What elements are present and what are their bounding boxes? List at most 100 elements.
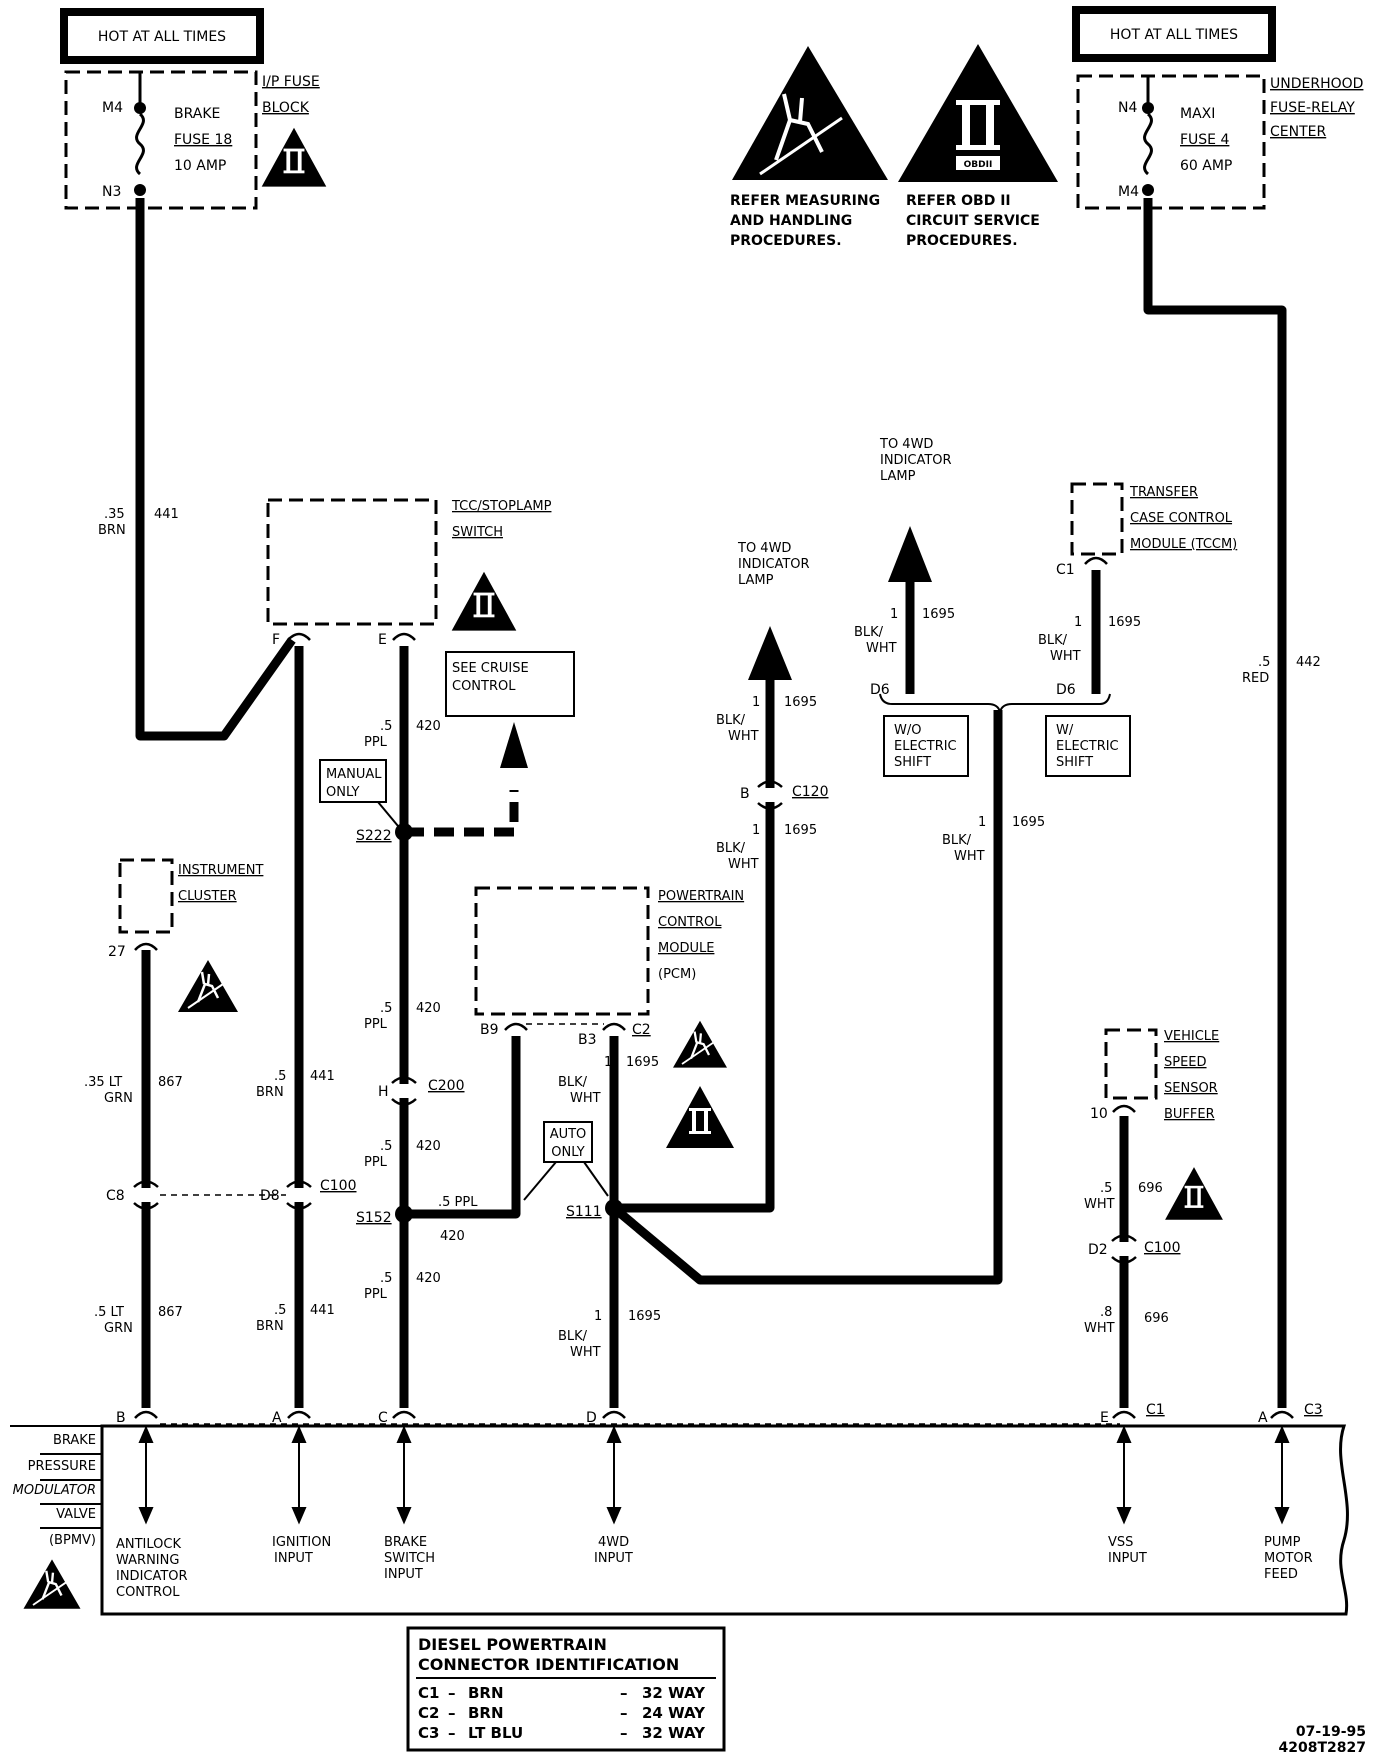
w441-mid-color: BRN <box>256 1085 284 1100</box>
w696-top-color: WHT <box>1084 1197 1115 1212</box>
w1695-wo-color-2: WHT <box>866 641 897 656</box>
fuse-name-right-3: 60 AMP <box>1180 158 1232 174</box>
tccm-label-2: CASE CONTROL <box>1130 511 1233 526</box>
notices: REFER MEASURING AND HANDLING PROCEDURES.… <box>730 44 1058 249</box>
vss-label-4: BUFFER <box>1164 1107 1215 1122</box>
w1695-low-gauge: 1 <box>594 1309 602 1324</box>
w1695-up2-gauge: 1 <box>752 823 760 838</box>
pcm-label-3: MODULE <box>658 941 714 956</box>
w420-s152-circuit: 420 <box>440 1229 465 1244</box>
wo-shift-1: W/O <box>894 723 921 738</box>
bpmv-input-ignition-1: IGNITION <box>272 1535 331 1550</box>
cluster-outline <box>118 858 174 934</box>
w-shift-1: W/ <box>1056 723 1074 738</box>
vss-buffer-outline <box>1104 1028 1158 1100</box>
w696-top-circuit: 696 <box>1138 1181 1163 1196</box>
bpmv-label-2: PRESSURE <box>28 1459 96 1474</box>
bpmv-label-5: (BPMV) <box>49 1533 96 1548</box>
pin-pcm-b3: B3 <box>578 1032 597 1048</box>
pin-vss-10: 10 <box>1090 1106 1108 1122</box>
w1695-low-circuit: 1695 <box>628 1309 661 1324</box>
w1695-pcm-circuit: 1695 <box>626 1055 659 1070</box>
pin-tcc-e: E <box>378 632 387 648</box>
bpmv-input-ignition-2: INPUT <box>274 1551 313 1566</box>
fuse-name-left-3: 10 AMP <box>174 158 226 174</box>
splice-s152: S152 <box>356 1210 392 1226</box>
esd-notice-2: AND HANDLING <box>730 213 852 229</box>
w420-d-circuit: 420 <box>416 1271 441 1286</box>
bpmv-module: BRAKE PRESSURE MODULATOR VALVE (BPMV) B … <box>10 1402 1349 1616</box>
bpmv-input-pump-1: PUMP <box>1264 1535 1301 1550</box>
esd-notice-3: PROCEDURES. <box>730 233 842 249</box>
fuse-symbol-right <box>1143 112 1153 176</box>
cruise-label-2: CONTROL <box>452 679 516 694</box>
wire-1695-shift <box>611 710 1003 1285</box>
w420-a-circuit: 420 <box>416 719 441 734</box>
pin-bpmv-a: A <box>272 1410 282 1426</box>
obd-warning-icon-pcm <box>666 1086 734 1148</box>
bpmv-label-1: BRAKE <box>53 1433 96 1448</box>
wo-shift-2: ELECTRIC <box>894 739 957 754</box>
fuse-name-right-1: MAXI <box>1180 106 1215 122</box>
wire-420-cruise-dashed <box>404 790 519 837</box>
bpmv-input-vss-2: INPUT <box>1108 1551 1147 1566</box>
table-row-2-size: 24 WAY <box>642 1704 706 1722</box>
table-title-2: CONNECTOR IDENTIFICATION <box>418 1655 679 1674</box>
wire-420-pcm <box>404 1036 521 1219</box>
table-row-3-id: C3 <box>418 1724 439 1742</box>
w867-low-circuit: 867 <box>158 1305 183 1320</box>
w1695-up2-color-2: WHT <box>728 857 759 872</box>
pin-bpmv-d: D <box>586 1410 597 1426</box>
w1695-low-color-1: BLK/ <box>558 1329 588 1344</box>
w1695-wo-color-1: BLK/ <box>854 625 884 640</box>
bpmv-label-4: VALVE <box>56 1507 96 1522</box>
bpmv-double-arrows <box>138 1425 1290 1525</box>
w1695-sh-circuit: 1695 <box>1012 815 1045 830</box>
w1695-up1-circuit: 1695 <box>784 695 817 710</box>
w441-mid-circuit: 441 <box>310 1069 335 1084</box>
cruise-arrow <box>500 722 528 768</box>
obd-warning-icon-vss <box>1165 1167 1223 1220</box>
bpmv-input-antilock-3: INDICATOR <box>116 1569 188 1584</box>
bpmv-input-vss-1: VSS <box>1108 1535 1133 1550</box>
w696-low-circuit: 696 <box>1144 1311 1169 1326</box>
wire-labels: .35 BRN 441 .5 BRN 441 .5 BRN 441 .5 PPL… <box>84 507 1321 1360</box>
w442-gauge: .5 <box>1258 655 1270 670</box>
pin-pcm-b9: B9 <box>480 1022 499 1038</box>
obd-notice-1: REFER OBD II <box>906 193 1011 209</box>
w441-low-circuit: 441 <box>310 1303 335 1318</box>
w420-c-color: PPL <box>364 1155 388 1170</box>
bpmv-input-antilock-2: WARNING <box>116 1553 179 1568</box>
wires <box>135 198 1287 1408</box>
table-row: C2 – BRN – 24 WAY <box>418 1704 706 1722</box>
fuse-symbol-left <box>135 112 145 176</box>
pin-c120-b: B <box>740 786 750 802</box>
vss-label-1: VEHICLE <box>1164 1029 1219 1044</box>
w442-circuit: 442 <box>1296 655 1321 670</box>
lamp-arrow-b <box>888 526 932 582</box>
connector-c120: C120 <box>792 784 829 800</box>
pin-cluster-27: 27 <box>108 944 126 960</box>
bpmv-input-antilock-4: CONTROL <box>116 1585 180 1600</box>
table-row-2-id: C2 <box>418 1704 439 1722</box>
w1695-pcm-gauge: 1 <box>604 1055 612 1070</box>
table-row-3-color: LT BLU <box>468 1724 523 1742</box>
pin-bpmv-c1: C1 <box>1146 1402 1165 1418</box>
lamp-arrow-a <box>748 626 792 680</box>
pcm-label-2: CONTROL <box>658 915 722 930</box>
lamp-a-3: LAMP <box>738 573 774 588</box>
wo-shift-3: SHIFT <box>894 755 931 770</box>
w420-a-color: PPL <box>364 735 388 750</box>
tccm-label-3: MODULE (TCCM) <box>1130 537 1237 552</box>
fuse-pin-m4-left: M4 <box>102 100 123 116</box>
bpmv-input-brake-3: INPUT <box>384 1567 423 1582</box>
w1695-sh-color-1: BLK/ <box>942 833 972 848</box>
tcc-switch-outline <box>266 498 438 626</box>
pin-c100-c8: C8 <box>106 1188 125 1204</box>
ip-fuse-block-label-1: I/P FUSE <box>262 74 320 90</box>
obd-warning-icon-tcc <box>451 571 517 631</box>
w420-d-gauge: .5 <box>380 1271 392 1286</box>
splice-s152-dot <box>395 1205 413 1223</box>
svg-text:–: – <box>448 1724 456 1742</box>
